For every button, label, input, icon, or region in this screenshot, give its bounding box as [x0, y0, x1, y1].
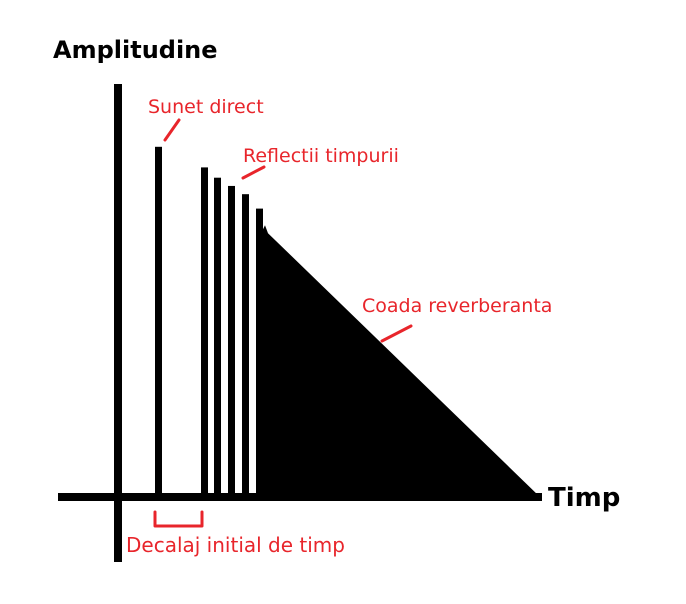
early-reflection-impulse: [242, 194, 249, 497]
early-reflection-impulse: [256, 208, 263, 497]
reverb-tail-pointer: [380, 324, 413, 343]
early-reflection-impulse: [228, 185, 235, 497]
early-reflection-impulse: [201, 167, 208, 497]
y-axis-line: [114, 84, 122, 562]
x-axis-label: Timp: [548, 483, 620, 513]
reverb-tail-label: Coada reverberanta: [362, 295, 552, 317]
initial-delay-label: Decalaj initial de timp: [126, 533, 345, 557]
early-reflections-label: Reflectii timpurii: [243, 145, 399, 167]
early-reflection-impulse: [214, 177, 221, 497]
direct-sound-impulse: [155, 146, 162, 498]
annotations: Sunet direct Reflectii timpurii Coada re…: [126, 96, 552, 557]
reverb-tail-shape: [263, 225, 540, 497]
impulse-response: [155, 146, 540, 498]
direct-sound-label: Sunet direct: [148, 96, 264, 118]
initial-delay-bracket: [153, 510, 204, 528]
y-axis-label: Amplitudine: [53, 36, 218, 64]
early-reflections-pointer: [241, 165, 266, 180]
direct-sound-pointer: [163, 118, 181, 142]
